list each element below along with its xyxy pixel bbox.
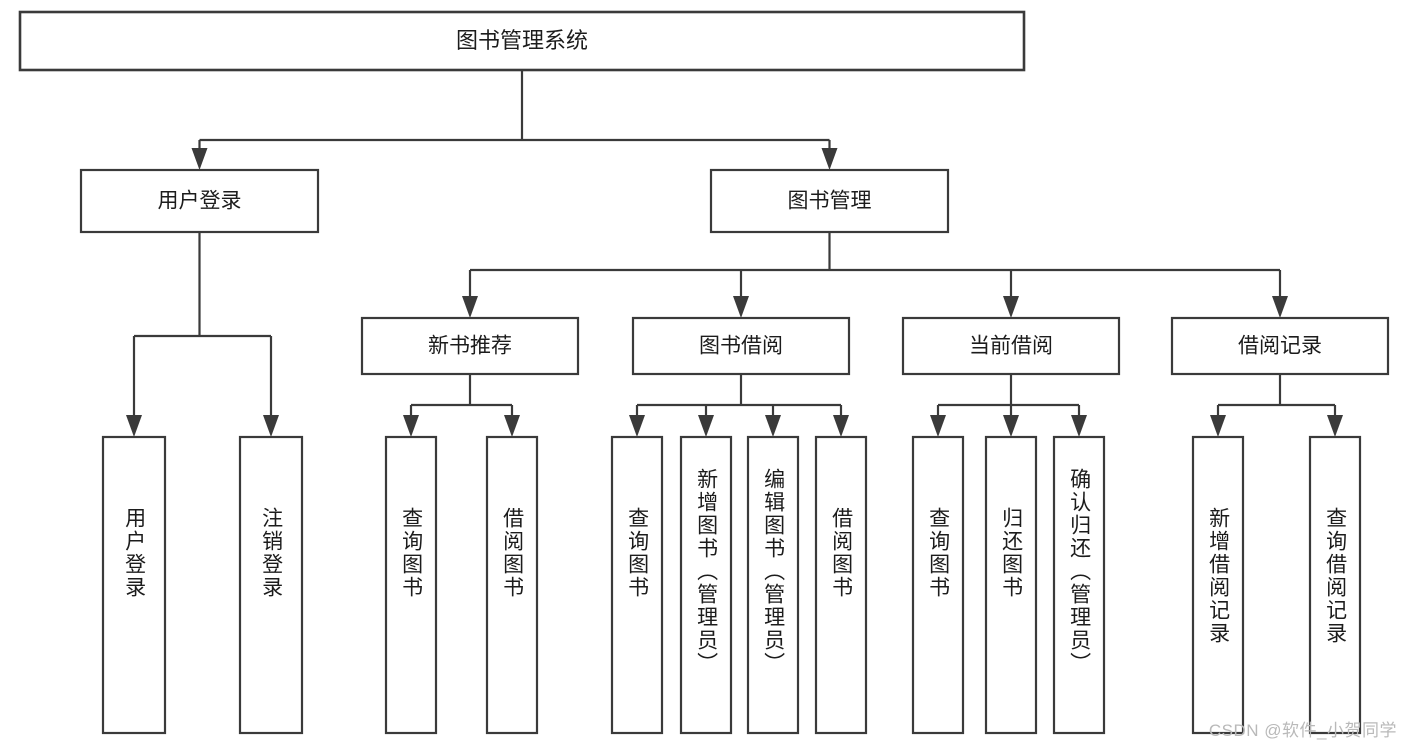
node-level2-box-3[interactable] (1170, 316, 1390, 376)
leaf-box-g3-0[interactable] (1191, 435, 1245, 735)
leaf-box-g2-1[interactable] (984, 435, 1038, 735)
arrow-head-icon (629, 415, 645, 437)
arrow-head-icon (1003, 296, 1019, 318)
leaf-box-g0-0[interactable] (384, 435, 438, 735)
arrow-head-icon (462, 296, 478, 318)
arrow-head-icon (126, 415, 142, 437)
arrow-head-icon (1210, 415, 1226, 437)
node-level2-box-2[interactable] (901, 316, 1121, 376)
arrow-head-icon (698, 415, 714, 437)
leaf-box-g1-2[interactable] (746, 435, 800, 735)
node-root-box[interactable] (18, 10, 1026, 72)
leaf-box-g0-1[interactable] (485, 435, 539, 735)
leaf-box-g2-2[interactable] (1052, 435, 1106, 735)
leaf-box-g1-0[interactable] (610, 435, 664, 735)
arrow-head-icon (1003, 415, 1019, 437)
node-level1-label-1: 图书管理 (788, 190, 872, 213)
node-level2-label-0: 新书推荐 (428, 335, 512, 358)
arrow-head-icon (821, 148, 838, 170)
arrow-head-icon (930, 415, 946, 437)
leaf-box-g2-0[interactable] (911, 435, 965, 735)
node-level2-label-2: 当前借阅 (969, 335, 1053, 358)
node-level1-label-0: 用户登录 (158, 190, 242, 213)
arrow-head-icon (765, 415, 781, 437)
arrow-head-icon (1272, 296, 1288, 318)
node-level1-box-1[interactable] (709, 168, 950, 234)
leaf-box-g1-3[interactable] (814, 435, 868, 735)
leaf-box-user-1[interactable] (238, 435, 304, 735)
arrow-head-icon (1327, 415, 1343, 437)
leaf-box-user-0[interactable] (101, 435, 167, 735)
arrow-head-icon (191, 148, 208, 170)
node-level2-box-0[interactable] (360, 316, 580, 376)
node-level2-label-1: 图书借阅 (699, 335, 783, 358)
leaf-box-g3-1[interactable] (1308, 435, 1362, 735)
watermark-text: CSDN @软件_小贺同学 (1208, 721, 1397, 740)
arrow-head-icon (1071, 415, 1087, 437)
arrow-head-icon (403, 415, 419, 437)
node-level2-box-1[interactable] (631, 316, 851, 376)
leaf-box-g1-1[interactable] (679, 435, 733, 735)
node-level2-label-3: 借阅记录 (1238, 335, 1322, 358)
arrow-head-icon (504, 415, 520, 437)
arrow-head-icon (263, 415, 279, 437)
arrow-head-icon (733, 296, 749, 318)
arrow-head-icon (833, 415, 849, 437)
node-root-label: 图书管理系统 (456, 28, 588, 53)
